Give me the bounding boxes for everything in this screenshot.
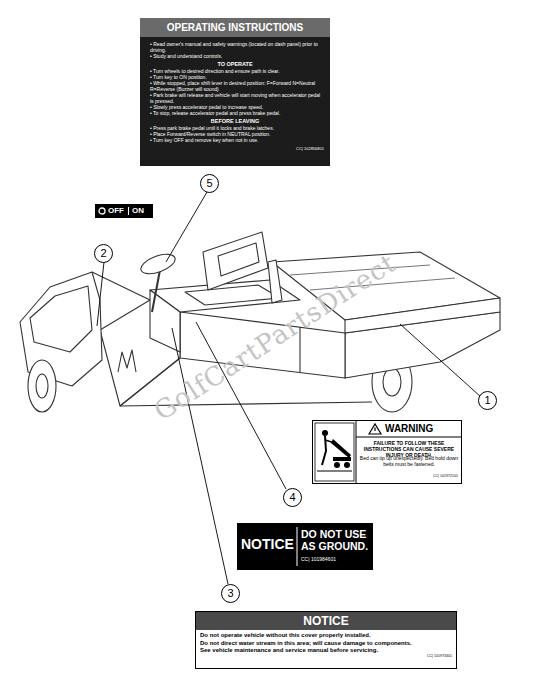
leader-line	[196, 322, 286, 489]
decal-heading: NOTICE	[196, 612, 456, 630]
steering-wheel	[138, 250, 177, 277]
callout-circle: 1	[478, 391, 497, 410]
cargo-bed-edge	[345, 298, 500, 333]
seat-back-pad	[218, 243, 259, 276]
decal-text: See vehicle maintenance and service manu…	[196, 647, 456, 655]
decal-text: TO OPERATE	[140, 61, 330, 67]
off-on-decal: OFF ON	[95, 204, 153, 218]
decal-heading: 4	[289, 492, 295, 503]
notice-cover-decal: NOTICE Do not operate vehicle without thi…	[195, 611, 457, 669]
decal-text: • Turn key to ON position.	[140, 74, 330, 80]
decal-text: ON	[128, 207, 144, 215]
decal-text: DO NOT USE AS GROUND.	[301, 529, 371, 552]
warning-decal: WARNINGFAILURE TO FOLLOW THESE INSTRUCTI…	[312, 420, 462, 484]
decal-heading: NOTICE	[241, 537, 294, 552]
panel-seam	[299, 327, 300, 372]
bed-seam	[290, 265, 430, 275]
decal-text: • While stopped, place shift lever in de…	[140, 80, 330, 92]
pedal	[118, 350, 136, 372]
decal-text: • Place Forward/Reverse switch in NEUTRA…	[140, 131, 330, 137]
operating-instructions-decal: OPERATING INSTRUCTIONS • Read owner's man…	[140, 18, 330, 166]
callout-circle: 4	[283, 488, 302, 507]
decal-text: CC| 101973301	[196, 655, 456, 659]
leader-line	[400, 324, 481, 397]
seat-back	[203, 232, 268, 290]
rear-hub	[383, 368, 401, 396]
steering-column	[152, 270, 160, 312]
decal-text: CC| 102856801	[140, 146, 330, 151]
front-wheel	[28, 360, 56, 412]
decal-text: Do not operate vehicle without this cove…	[196, 632, 456, 640]
leader-line	[166, 192, 207, 262]
off-icon	[98, 207, 106, 215]
decal-text: • Study and understand controls.	[140, 53, 330, 59]
callout-circle: 5	[200, 174, 219, 193]
decal-heading: 3	[227, 588, 233, 599]
callout-circle: 2	[94, 244, 113, 263]
decal-text: • Park brake will release and vehicle wi…	[140, 92, 330, 104]
decal-text: • To stop, release accelerator pedal and…	[140, 110, 330, 116]
front-basket	[30, 286, 92, 352]
decal-text: • Turn key OFF and remove key when not i…	[140, 137, 330, 143]
decal-text: Do not direct water stream in this area;…	[196, 640, 456, 648]
notice-ground-decal: NOTICE DO NOT USE AS GROUND. CC| 101984601	[237, 523, 373, 570]
floor-edge	[120, 358, 180, 406]
watermark: GolfCartPartsDirect	[141, 243, 409, 432]
decal-heading: 2	[100, 248, 106, 259]
bed-rail	[268, 260, 282, 303]
bed-seam	[310, 278, 455, 290]
front-hub	[36, 374, 48, 398]
decal-heading: 5	[206, 178, 212, 189]
decal-heading: OFF	[108, 207, 124, 215]
decal-text: • Turn wheels to desired direction and e…	[140, 68, 330, 74]
decal-text: BEFORE LEAVING	[140, 118, 330, 124]
seat-cushion	[185, 285, 280, 305]
leader-line	[97, 262, 104, 326]
decal-text: • Press park brake pedal until it locks …	[140, 125, 330, 131]
decal-text: • Read owner's manual and safety warning…	[140, 41, 330, 53]
decal-text: CC| 101984601	[301, 557, 336, 563]
decal-text: • Slowly press accelerator pedal to incr…	[140, 104, 330, 110]
decal-heading: OPERATING INSTRUCTIONS	[140, 18, 330, 37]
leader-line	[172, 328, 228, 584]
callout-circle: 3	[221, 584, 240, 603]
chassis-line	[120, 402, 372, 406]
decal-text: CC| 101972101	[433, 475, 458, 479]
decal-heading: 1	[484, 395, 490, 406]
side-panel	[180, 312, 345, 378]
decal-heading: WARNING	[385, 423, 433, 434]
decal-text: Bed can tip up unexpectedly. Bed hold do…	[359, 455, 459, 467]
